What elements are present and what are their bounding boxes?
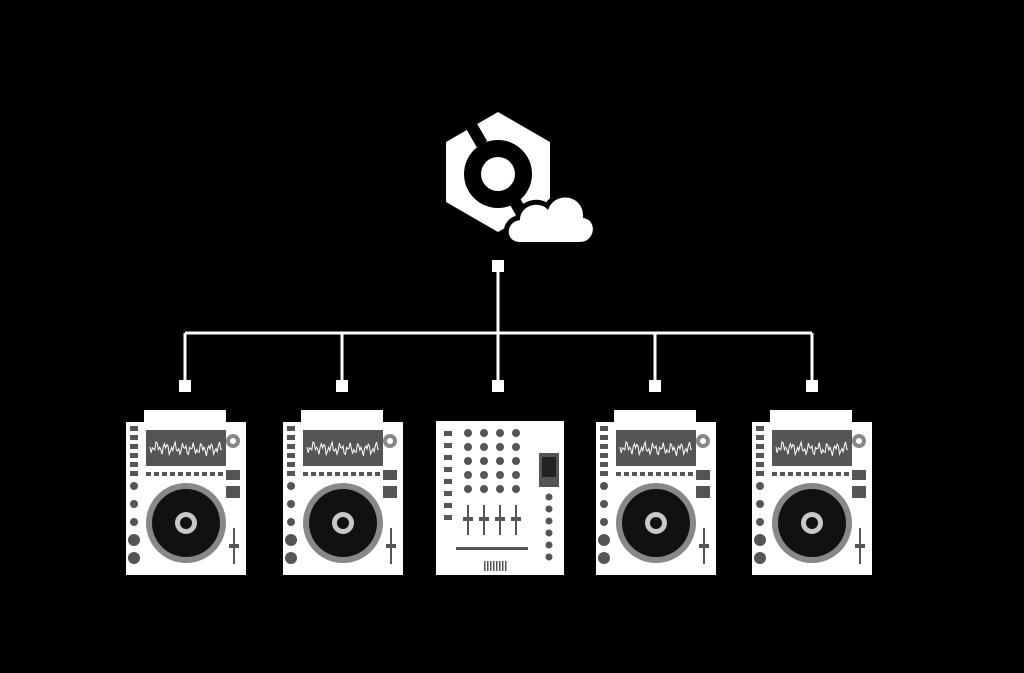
connector-nodes [179,260,818,392]
device-port-node [336,380,348,392]
dj-player-icon [126,410,246,575]
device-port-node [179,380,191,392]
cloud-icon [503,192,598,247]
connection-lines [183,266,814,386]
device-port-node [649,380,661,392]
rekordbox-cloud-logo-icon [446,112,550,232]
hub-port-node [492,260,504,272]
device-port-node [492,380,504,392]
dj-player-icon [283,410,403,575]
dj-player-icon [596,410,716,575]
device-port-node [806,380,818,392]
dj-mixer-icon [436,421,564,575]
devices [126,410,872,575]
dj-player-icon [752,410,872,575]
